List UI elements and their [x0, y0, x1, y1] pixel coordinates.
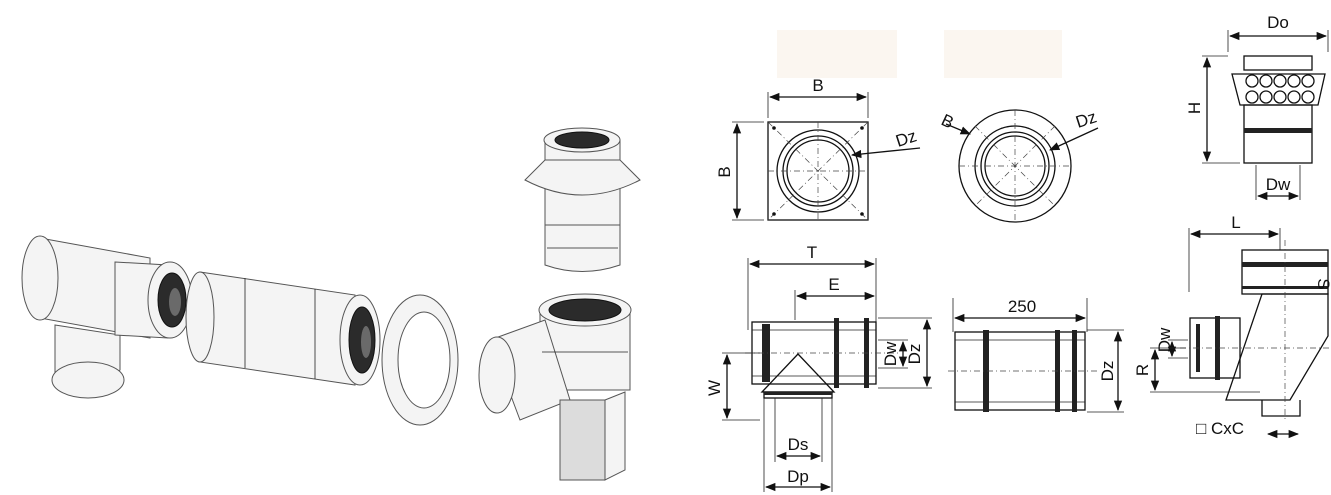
cap-3d-part	[524, 127, 641, 272]
tee-outer-label: Dz	[905, 344, 924, 365]
elbow-inner-label: Dw	[1155, 327, 1174, 352]
round-plate-diameter-label: Dz	[1073, 107, 1099, 131]
wall-ring-3d-part	[381, 294, 459, 426]
square-plate-diameter-label: Dz	[893, 126, 919, 150]
cap-height-label: H	[1185, 102, 1204, 114]
pipe-length-label: 250	[1008, 297, 1036, 316]
cap-bottom-label: Dw	[1266, 175, 1291, 194]
pipe-3d-part	[185, 271, 381, 386]
cap-top-label: Do	[1267, 13, 1289, 32]
label-mask	[777, 30, 897, 78]
cap-view	[1202, 30, 1329, 201]
elbow-base-label: □ CxC	[1196, 419, 1244, 438]
tee-view	[722, 258, 932, 492]
square-plate-width-label: B	[812, 76, 823, 95]
tee-3d-part	[21, 235, 193, 399]
cap-vent-holes	[1245, 74, 1315, 104]
elbow-tee-3d-part	[478, 293, 632, 481]
tee-length-label: T	[807, 243, 817, 262]
tee-offset-label: E	[828, 275, 839, 294]
round-plate-view	[945, 109, 1099, 223]
pipe-diameter-label: Dz	[1098, 361, 1117, 382]
tee-branch-outer-label: Dp	[787, 467, 809, 486]
square-plate-view	[732, 92, 921, 221]
pipe-view	[948, 298, 1124, 413]
elbow-side-label: S	[1314, 278, 1331, 289]
tee-inner-label: Dw	[881, 341, 900, 366]
tee-branch-inner-label: Ds	[788, 435, 809, 454]
square-plate-height-label: B	[715, 166, 734, 177]
tee-drop-label: W	[705, 380, 724, 396]
elbow-view	[1150, 228, 1330, 439]
elbow-length-label: L	[1231, 213, 1240, 232]
round-plate-ring-label: B	[938, 110, 956, 132]
label-mask	[944, 30, 1062, 78]
elbow-height-label: R	[1133, 364, 1152, 376]
